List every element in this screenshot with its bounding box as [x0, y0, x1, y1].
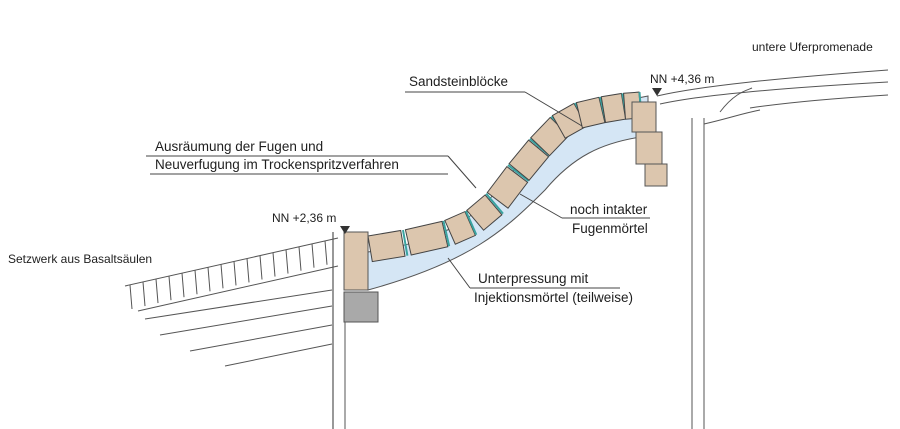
label-joint-clearing-1: Ausräumung der Fugen und [155, 139, 324, 154]
foundation-block [343, 291, 379, 323]
mortar-joint [442, 220, 451, 247]
label-grout-2: Injektionsmörtel (teilweise) [474, 290, 634, 305]
sandstone-block [575, 96, 606, 129]
sandstone-block [404, 220, 449, 256]
mortar-joint [402, 229, 409, 256]
sandstone-block [600, 92, 627, 124]
label-level-low: NN +2,36 m [272, 211, 337, 225]
sandstone-block [367, 229, 406, 263]
mortar-joint [485, 193, 504, 215]
label-joint-clearing-2: Neuverfugung im Trockenspritzverfahren [155, 157, 399, 172]
sandstone-block [444, 210, 477, 245]
mortar-joint [507, 164, 530, 182]
mortar-joint [464, 210, 478, 236]
label-grout-1: Unterpressung mit [478, 271, 589, 286]
label-basalt-revetment: Setzwerk aus Basaltsäulen [8, 252, 153, 266]
label-intact-mortar-2: Fugenmörtel [572, 221, 648, 236]
label-level-high: NN +4,36 m [650, 72, 715, 86]
sandstone-block [508, 139, 550, 182]
label-sandstone-blocks: Sandsteinblöcke [409, 74, 509, 89]
sandstone-blocks [367, 91, 643, 263]
level-marker-high [652, 88, 662, 96]
leader-lines [146, 91, 650, 289]
label-promenade: untere Uferpromenade [752, 40, 873, 54]
promenade [656, 69, 889, 429]
level-marker-low [340, 226, 350, 234]
basalt-revetment [124, 237, 339, 367]
base-block-upper [343, 231, 369, 291]
top-blocks [631, 101, 668, 187]
sandstone-block [486, 165, 529, 209]
sandstone-block [466, 194, 503, 231]
label-intact-mortar-1: noch intakter [570, 202, 648, 217]
